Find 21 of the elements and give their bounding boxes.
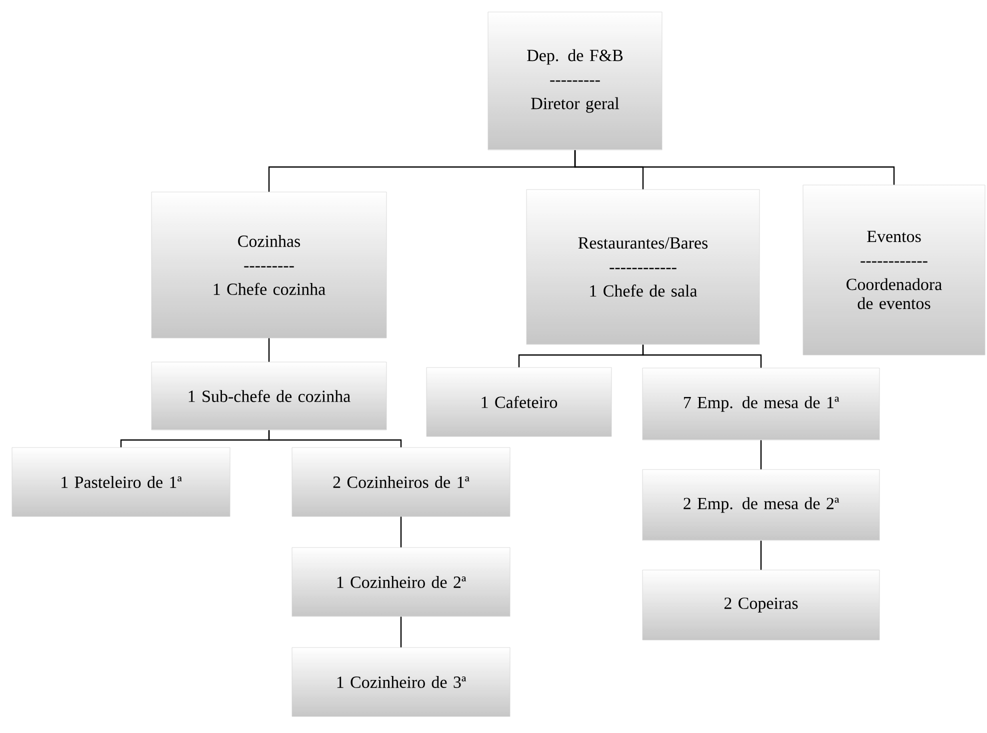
org-box: 1 Cozinheiro de 3ª [292, 647, 510, 717]
connector-line [574, 150, 895, 185]
connector-line [268, 430, 402, 448]
connector-line [400, 616, 402, 648]
org-box: 1 Cafeteiro [426, 367, 612, 437]
org-box: Cozinhas --------- 1 Chefe cozinha [151, 192, 387, 338]
org-box: Dep. de F&B --------- Diretor geral [488, 12, 662, 150]
org-box: 2 Cozinheiros de 1ª [292, 447, 510, 517]
org-box: 1 Sub-chefe de cozinha [151, 362, 387, 430]
org-box: 1 Cozinheiro de 2ª [292, 547, 510, 617]
connector-line [268, 338, 270, 362]
org-box: Eventos ------------ Coordenadora de eventos [802, 184, 986, 356]
connector-line [760, 440, 762, 470]
org-box: Restaurantes/Bares ------------ 1 Chefe de sala [526, 189, 760, 345]
org-box: 2 Copeiras [642, 570, 880, 640]
org-box: 2 Emp. de mesa de 2ª [642, 469, 880, 541]
org-box: 7 Emp. de mesa de 1ª [642, 368, 880, 440]
org-box: 1 Pasteleiro de 1ª [12, 447, 230, 517]
connector-line [400, 516, 402, 548]
connector-line [760, 540, 762, 570]
connector-line [642, 344, 762, 368]
